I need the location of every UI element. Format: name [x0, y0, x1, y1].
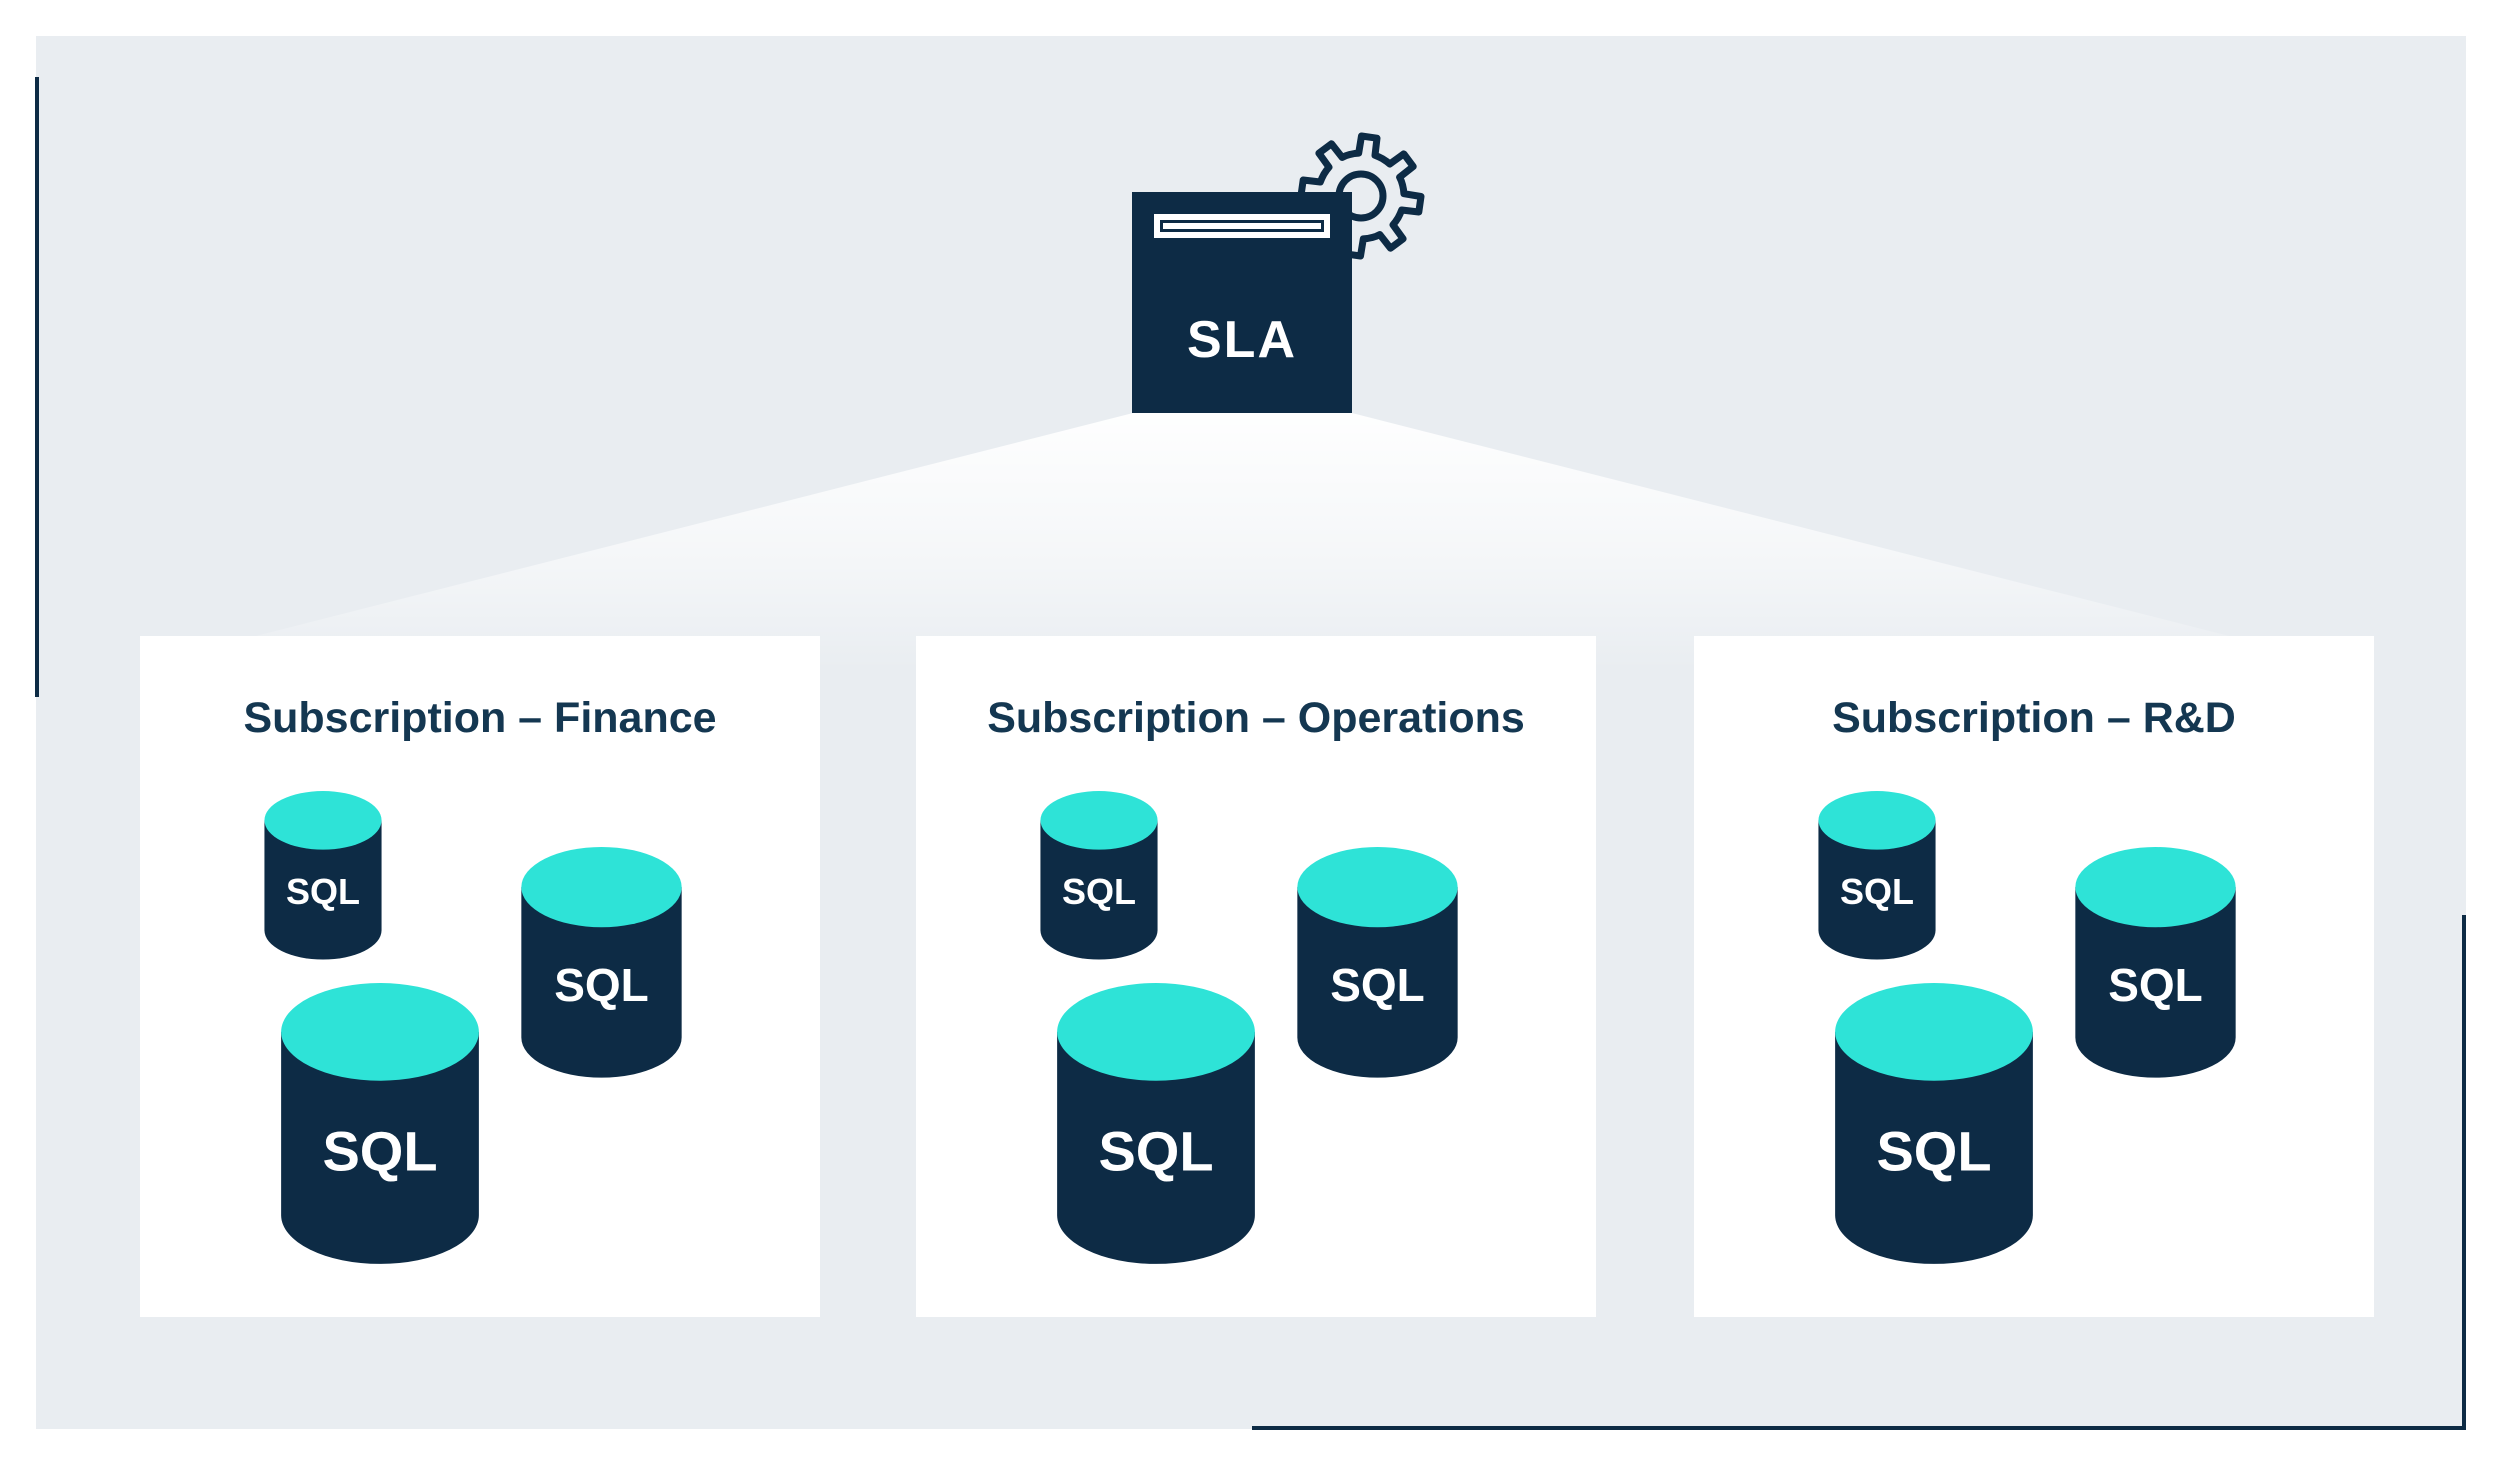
sql-database-icon-medium: SQL: [518, 847, 685, 1081]
accent-line-bottom: [1252, 1426, 2466, 1430]
sql-label: SQL: [1061, 870, 1136, 912]
subscription-card-operations: Subscription – Operations SQL SQL SQL: [916, 636, 1596, 1317]
card-title: Subscription – R&D: [1832, 694, 2236, 742]
card-title: Subscription – Operations: [987, 694, 1525, 742]
sql-label: SQL: [1330, 959, 1425, 1012]
sql-label: SQL: [322, 1119, 438, 1183]
accent-line-right: [2462, 915, 2466, 1429]
sql-database-icon-small: SQL: [1816, 791, 1938, 962]
sql-label: SQL: [1098, 1119, 1214, 1183]
subscription-card-rd: Subscription – R&D SQL SQL SQL: [1694, 636, 2374, 1317]
sql-database-icon-small: SQL: [262, 791, 384, 962]
sla-document-icon: SLA: [1132, 192, 1352, 413]
sql-label: SQL: [554, 959, 649, 1012]
sql-label: SQL: [2108, 959, 2203, 1012]
sql-database-icon-medium: SQL: [1294, 847, 1461, 1081]
sql-database-icon-small: SQL: [1038, 791, 1160, 962]
document-title-bar: [1154, 214, 1330, 238]
card-title: Subscription – Finance: [243, 694, 717, 742]
document-title-bar-inner: [1160, 220, 1324, 232]
sql-label: SQL: [1839, 870, 1914, 912]
subscription-card-finance: Subscription – Finance SQL SQL SQL: [140, 636, 820, 1317]
sql-database-icon-large: SQL: [1053, 983, 1259, 1268]
accent-line-left: [35, 77, 39, 697]
sql-database-icon-medium: SQL: [2072, 847, 2239, 1081]
sql-database-icon-large: SQL: [277, 983, 483, 1268]
sla-label: SLA: [1187, 311, 1297, 369]
sql-database-icon-large: SQL: [1831, 983, 2037, 1268]
sql-label: SQL: [1876, 1119, 1992, 1183]
sql-label: SQL: [285, 870, 360, 912]
